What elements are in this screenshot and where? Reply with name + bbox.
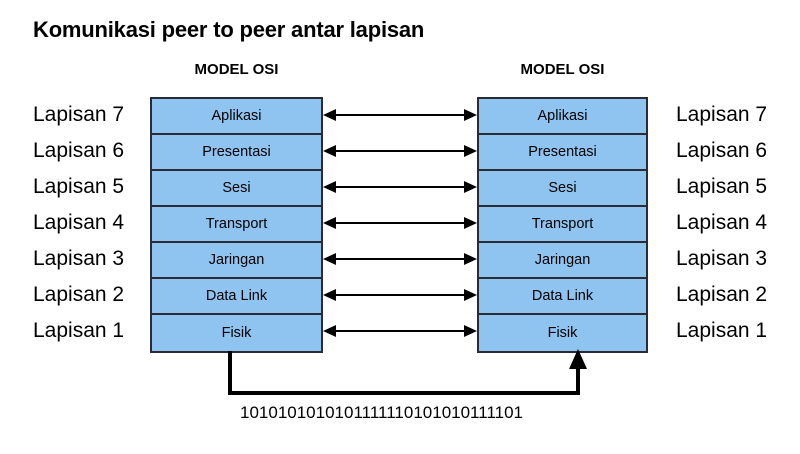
- side-label-left-1: Lapisan 1: [33, 319, 125, 342]
- side-label-right-5: Lapisan 5: [676, 175, 768, 198]
- osi-stack-right: Aplikasi Presentasi Sesi Transport Jarin…: [477, 97, 648, 353]
- layer-name-left-7: Aplikasi: [211, 108, 262, 124]
- layer-box-left-1[interactable]: Fisik: [152, 315, 321, 351]
- layer-box-right-6[interactable]: Presentasi: [479, 135, 646, 171]
- model-osi-header-right: MODEL OSI: [520, 61, 605, 78]
- double-arrow-icon: [323, 145, 477, 157]
- double-arrow-icon: [323, 289, 477, 301]
- layer-name-left-2: Data Link: [205, 288, 268, 304]
- layer-name-left-4: Transport: [205, 216, 268, 232]
- side-label-left-2: Lapisan 2: [33, 283, 125, 306]
- layer-box-left-3[interactable]: Jaringan: [152, 243, 321, 279]
- layer-name-left-6: Presentasi: [202, 144, 271, 160]
- peer-arrow-layer-4: [323, 205, 477, 241]
- layer-name-left-5: Sesi: [222, 180, 251, 196]
- side-label-right-7: Lapisan 7: [676, 103, 768, 126]
- layer-name-left-3: Jaringan: [208, 252, 265, 268]
- layer-box-right-3[interactable]: Jaringan: [479, 243, 646, 279]
- peer-arrow-layer-6: [323, 133, 477, 169]
- layer-name-right-6: Presentasi: [528, 144, 597, 160]
- layer-box-right-1[interactable]: Fisik: [479, 315, 646, 351]
- binary-stream-label: 1010101010101111110101010111101: [240, 403, 523, 422]
- layer-box-left-6[interactable]: Presentasi: [152, 135, 321, 171]
- double-arrow-icon: [323, 217, 477, 229]
- layer-name-right-4: Transport: [531, 216, 594, 232]
- layer-box-right-4[interactable]: Transport: [479, 207, 646, 243]
- side-label-left-4: Lapisan 4: [33, 211, 125, 234]
- side-label-right-3: Lapisan 3: [676, 247, 768, 270]
- double-arrow-icon: [323, 181, 477, 193]
- side-label-left-5: Lapisan 5: [33, 175, 125, 198]
- layer-name-right-2: Data Link: [531, 288, 594, 304]
- osi-stack-left: Aplikasi Presentasi Sesi Transport Jarin…: [150, 97, 323, 353]
- connector-arrowhead-icon: [569, 349, 587, 369]
- peer-arrow-layer-1: [323, 313, 477, 349]
- layer-box-left-5[interactable]: Sesi: [152, 171, 321, 207]
- layer-name-right-1: Fisik: [547, 325, 578, 341]
- layer-name-left-1: Fisik: [221, 325, 252, 341]
- layer-box-left-7[interactable]: Aplikasi: [152, 99, 321, 135]
- layer-box-left-2[interactable]: Data Link: [152, 279, 321, 315]
- layer-box-right-7[interactable]: Aplikasi: [479, 99, 646, 135]
- layer-box-left-4[interactable]: Transport: [152, 207, 321, 243]
- double-arrow-icon: [323, 325, 477, 337]
- side-label-right-6: Lapisan 6: [676, 139, 768, 162]
- layer-box-right-2[interactable]: Data Link: [479, 279, 646, 315]
- peer-arrow-layer-3: [323, 241, 477, 277]
- peer-arrow-layer-2: [323, 277, 477, 313]
- layer-name-right-3: Jaringan: [534, 252, 591, 268]
- layer-name-right-5: Sesi: [548, 180, 577, 196]
- side-label-right-2: Lapisan 2: [676, 283, 768, 306]
- connector-line: [228, 351, 580, 395]
- side-label-right-1: Lapisan 1: [676, 319, 768, 342]
- layer-box-right-5[interactable]: Sesi: [479, 171, 646, 207]
- peer-arrow-layer-5: [323, 169, 477, 205]
- side-label-left-3: Lapisan 3: [33, 247, 125, 270]
- model-osi-header-left: MODEL OSI: [194, 61, 279, 78]
- double-arrow-icon: [323, 109, 477, 121]
- side-label-right-4: Lapisan 4: [676, 211, 768, 234]
- layer-name-right-7: Aplikasi: [537, 108, 588, 124]
- double-arrow-icon: [323, 253, 477, 265]
- peer-arrow-layer-7: [323, 97, 477, 133]
- side-label-left-6: Lapisan 6: [33, 139, 125, 162]
- side-label-left-7: Lapisan 7: [33, 103, 125, 126]
- page-title: Komunikasi peer to peer antar lapisan: [33, 17, 425, 42]
